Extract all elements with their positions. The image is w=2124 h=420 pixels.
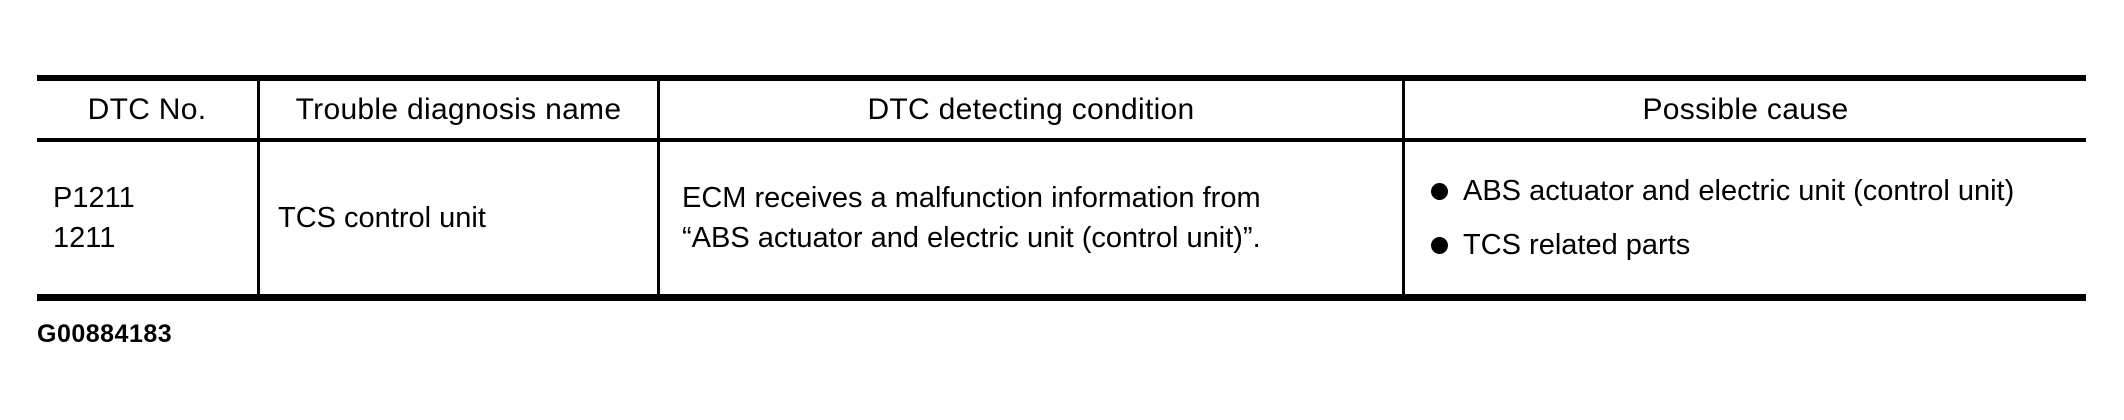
table-row: P1211 1211 TCS control unit ECM receives… xyxy=(37,142,2086,294)
cell-dtc-detecting-condition: ECM receives a malfunction information f… xyxy=(657,142,1402,294)
column-header-dtc-no: DTC No. xyxy=(37,81,257,138)
trouble-diagnosis-name-text: TCS control unit xyxy=(278,202,486,234)
detecting-condition-line: ECM receives a malfunction information f… xyxy=(682,182,1261,214)
dtc-code-line: P1211 xyxy=(53,182,135,214)
dtc-table: DTC No. Trouble diagnosis name DTC detec… xyxy=(37,75,2086,301)
cell-trouble-diagnosis-name: TCS control unit xyxy=(257,142,657,294)
column-header-label: Trouble diagnosis name xyxy=(295,92,622,126)
cell-dtc-no: P1211 1211 xyxy=(37,142,257,294)
column-header-trouble-diagnosis-name: Trouble diagnosis name xyxy=(257,81,657,138)
possible-cause-text: TCS related parts xyxy=(1463,229,1691,261)
figure-id-caption: G00884183 xyxy=(37,320,173,348)
table-header-row: DTC No. Trouble diagnosis name DTC detec… xyxy=(37,81,2086,142)
possible-cause-item: ABS actuator and electric unit (control … xyxy=(1431,171,2076,211)
cell-possible-cause: ABS actuator and electric unit (control … xyxy=(1402,142,2086,294)
possible-cause-item: TCS related parts xyxy=(1431,225,2076,265)
bullet-icon xyxy=(1431,237,1448,254)
detecting-condition-line: “ABS actuator and electric unit (control… xyxy=(682,222,1261,254)
possible-cause-text: ABS actuator and electric unit (control … xyxy=(1463,175,2015,207)
dtc-code-line: 1211 xyxy=(53,222,116,254)
column-header-dtc-detecting-condition: DTC detecting condition xyxy=(657,81,1402,138)
column-header-label: Possible cause xyxy=(1642,92,1849,126)
column-header-possible-cause: Possible cause xyxy=(1402,81,2086,138)
column-header-label: DTC detecting condition xyxy=(867,92,1195,126)
bullet-icon xyxy=(1431,183,1448,200)
column-header-label: DTC No. xyxy=(87,92,207,126)
